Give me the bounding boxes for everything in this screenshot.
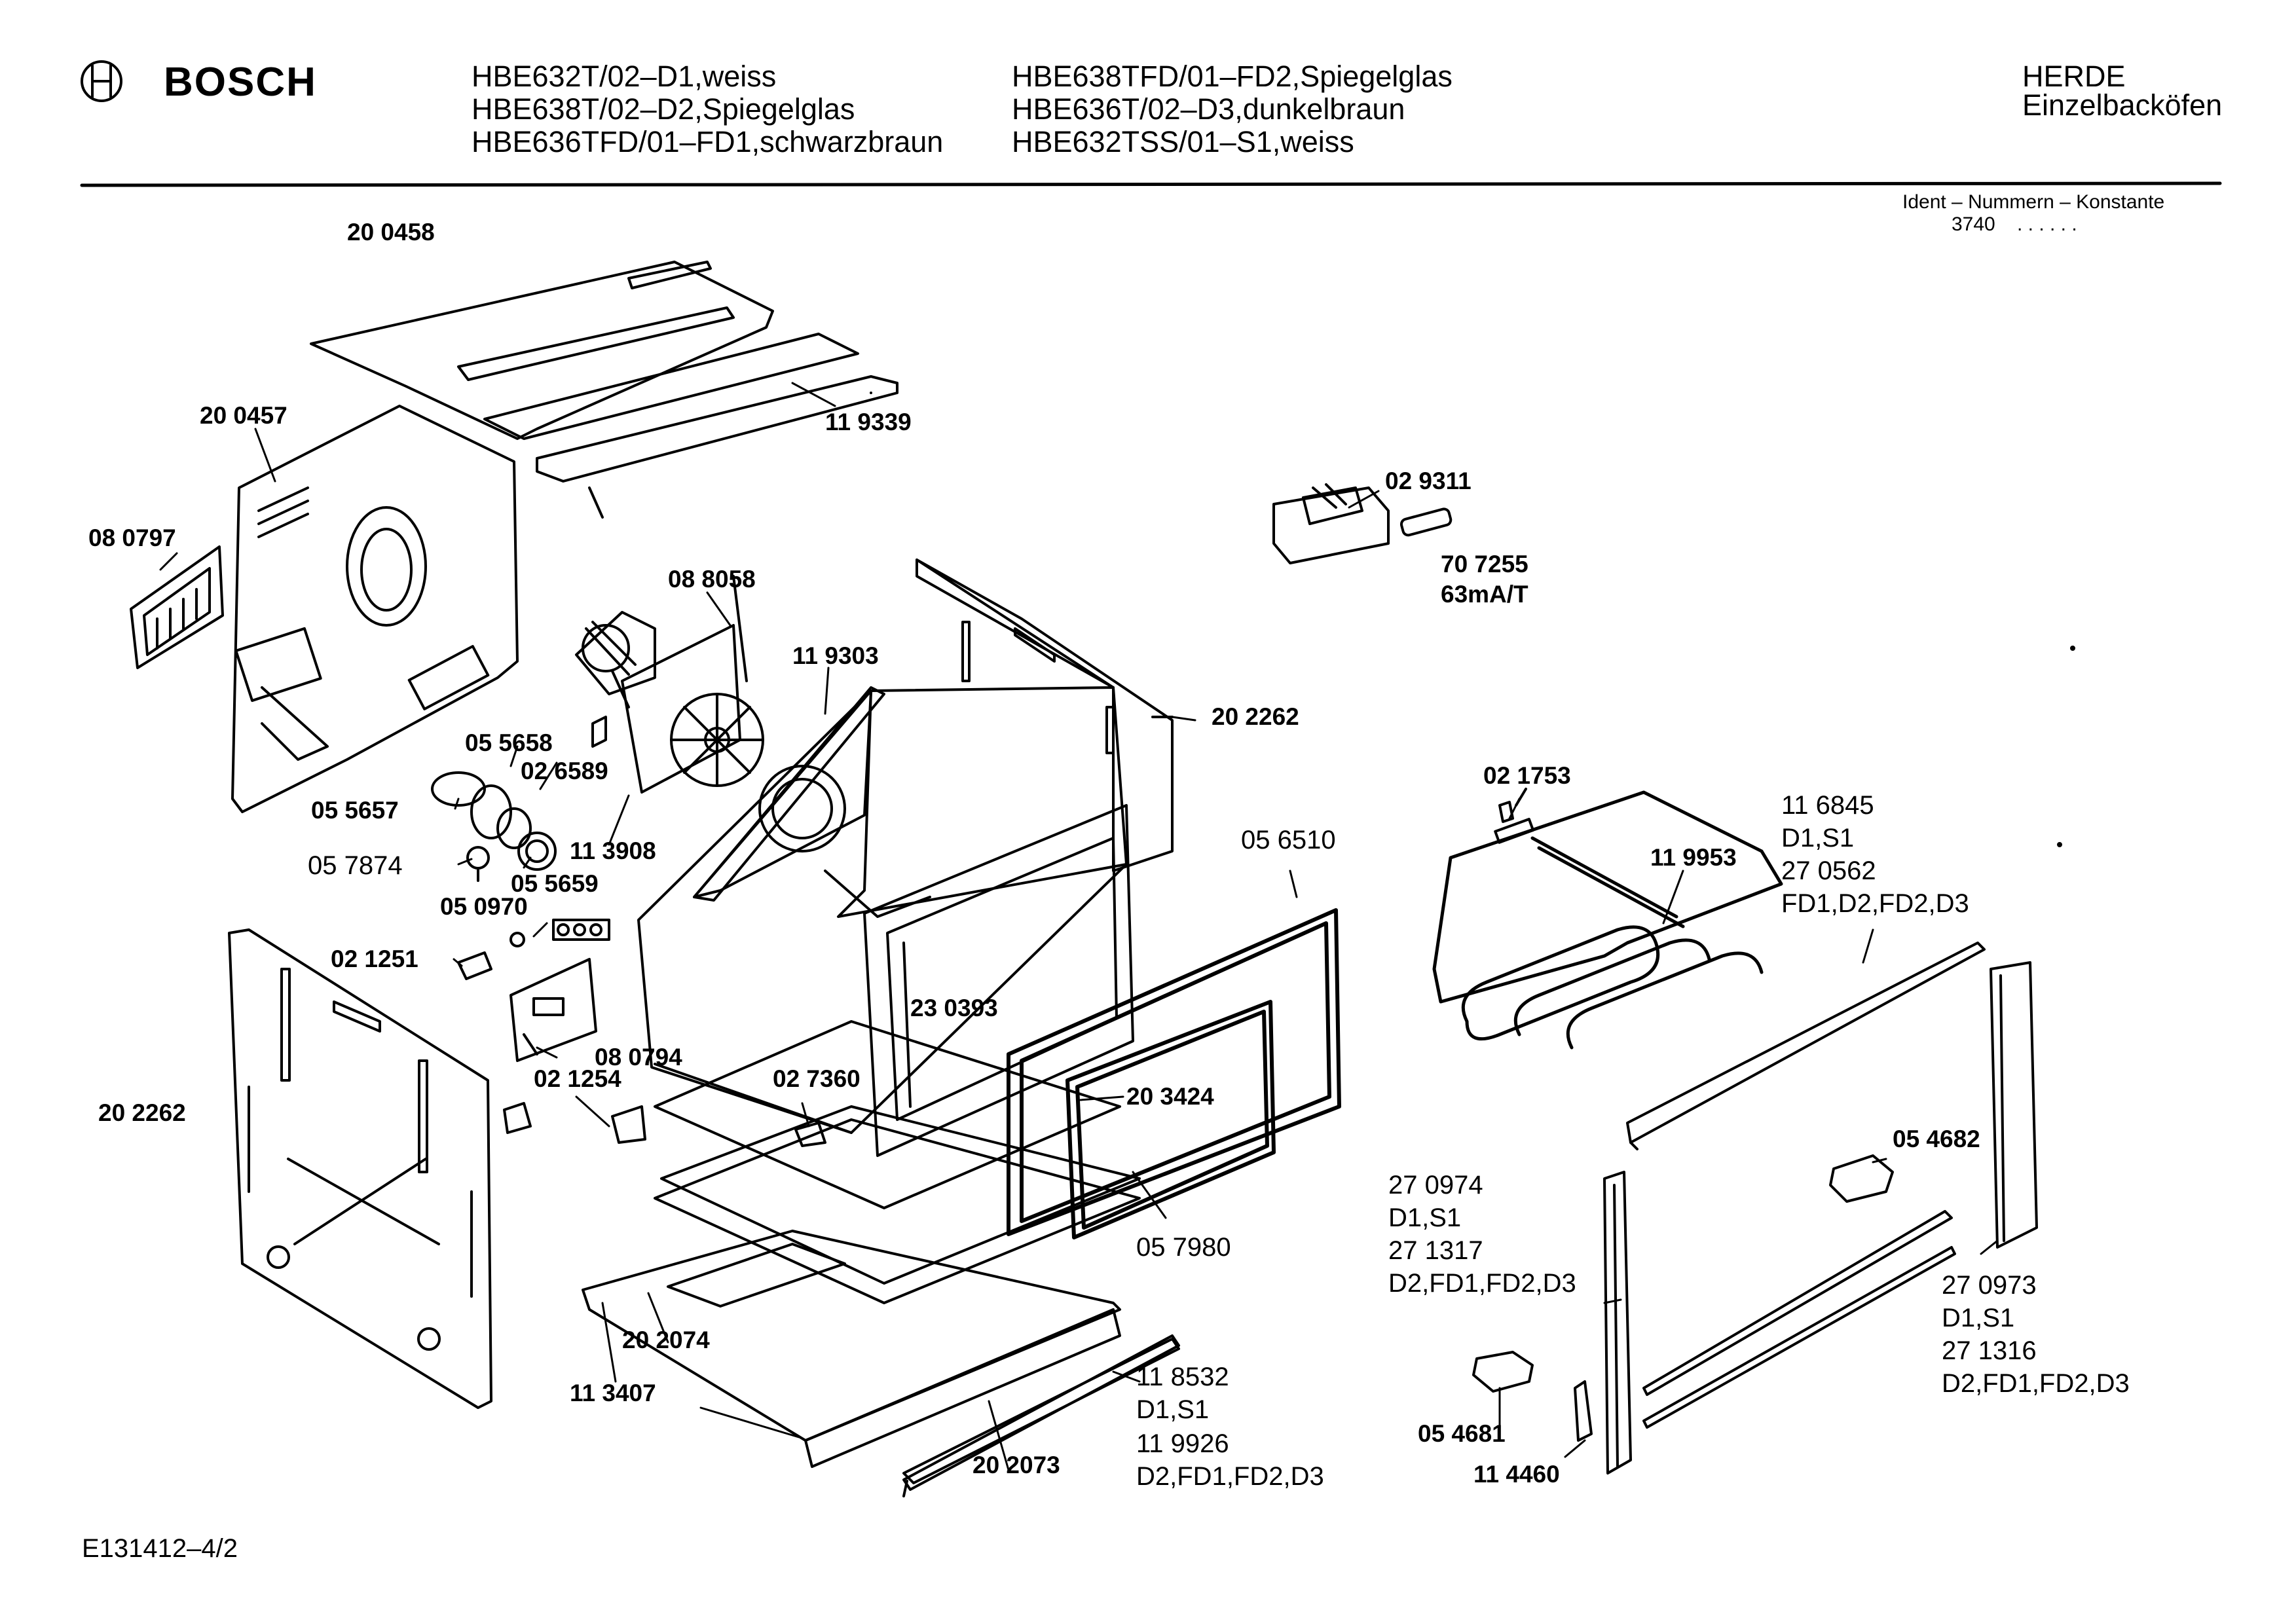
part-variant: D1,S1 (1942, 1304, 2015, 1332)
part-label: 27 0974 (1388, 1171, 1483, 1200)
part-label: 20 0458 (347, 219, 435, 246)
rear-wall-shape (231, 405, 519, 813)
part-label: 02 1753 (1483, 762, 1571, 789)
part-label: 11 4460 (1473, 1461, 1560, 1488)
terminal-shape (503, 1102, 826, 1147)
connector-block-shape (130, 545, 224, 669)
door-frame-shape (863, 804, 1134, 1157)
part-variant: D1,S1 (1136, 1395, 1210, 1424)
part-label: 02 7360 (773, 1065, 861, 1092)
part-label: 08 0794 (595, 1044, 682, 1071)
part-label: 27 0973 (1942, 1271, 2037, 1300)
category-title: HERDE (2022, 60, 2126, 93)
right-side-rail-shape (1990, 961, 2038, 1249)
part-label: 05 4682 (1893, 1126, 1980, 1152)
part-variant: D2,FD1,FD2,D3 (1388, 1269, 1576, 1298)
hinge-lower-shape (1472, 1351, 1534, 1393)
part-label: 11 9303 (792, 642, 879, 669)
drawer-rail-shape (902, 1334, 1180, 1497)
fan-shroud-shape (693, 686, 885, 902)
part-label: 23 0393 (910, 995, 998, 1021)
part-label: 20 0457 (200, 402, 287, 429)
part-label: 05 4681 (1418, 1420, 1506, 1447)
transformer-shape (1272, 483, 1390, 564)
ident-value: 3740 (1952, 213, 1995, 235)
part-label: 05 6510 (1241, 826, 1336, 854)
part-label: 11 3908 (570, 837, 656, 864)
side-wall-shape (228, 928, 492, 1409)
part-variant: D1,S1 (1781, 824, 1855, 852)
part-label: 20 3424 (1126, 1083, 1214, 1110)
part-variant: FD1,D2,FD2,D3 (1781, 889, 1969, 918)
part-label: 20 2073 (972, 1452, 1060, 1478)
part-label: 02 6589 (521, 758, 608, 784)
lower-frame-shape (1603, 1171, 1956, 1475)
part-label: 02 1251 (331, 945, 418, 972)
part-label: 05 5657 (311, 797, 399, 824)
fan-impeller-shape (670, 693, 764, 787)
model-line: HBE638TFD/01–FD2,Spiegelglas (1012, 60, 1453, 93)
part-label: 05 7874 (308, 851, 403, 880)
ident-dots: . . . . . . (2017, 213, 2077, 235)
part-label: 08 0797 (88, 524, 176, 551)
fuse-shape (1399, 507, 1453, 537)
header-rule (80, 181, 2222, 187)
upper-rail-shape (1626, 942, 1986, 1150)
bottom-plate-shape (654, 1020, 1141, 1304)
model-line: HBE636TFD/01–FD1,schwarzbraun (472, 125, 944, 158)
lamp-clip-shape (591, 670, 630, 748)
part-label: 11 9339 (825, 409, 912, 435)
document-id: E131412–4/2 (82, 1534, 238, 1563)
part-variant: D1,S1 (1388, 1203, 1462, 1232)
leader-lines (159, 382, 1999, 1471)
category-subtitle: Einzelbacköfen (2022, 88, 2223, 122)
brand-logo: BOSCH (164, 60, 317, 105)
top-rail-shape (483, 333, 898, 519)
part-label: 11 3407 (570, 1380, 656, 1406)
part-label: 05 0970 (440, 893, 528, 920)
bosch-logo-icon (81, 60, 122, 102)
switch-shape (457, 951, 492, 980)
part-label: 27 0562 (1781, 856, 1876, 885)
part-variant: D2,FD1,FD2,D3 (1136, 1462, 1324, 1491)
oven-cavity-shape (637, 686, 1128, 1134)
lamp-assembly-shape (431, 771, 557, 882)
part-label: 11 8532 (1136, 1363, 1229, 1391)
part-label: 05 7980 (1136, 1233, 1231, 1262)
part-label: 02 9311 (1385, 467, 1472, 494)
door-seal-shape (1007, 908, 1341, 1236)
part-label: 11 9953 (1650, 844, 1737, 871)
part-label: 05 5658 (465, 729, 553, 756)
inner-seal-shape (1065, 1000, 1276, 1239)
control-bracket-shape (509, 958, 597, 1062)
part-label: 20 2074 (622, 1327, 710, 1353)
model-line: HBE632TSS/01–S1,weiss (1012, 125, 1354, 158)
model-line: HBE632T/02–D1,weiss (472, 60, 777, 93)
part-label: 02 1254 (534, 1065, 621, 1092)
part-label: 20 2262 (1212, 703, 1299, 730)
bracket-shape (1574, 1380, 1593, 1442)
thermostat-shape (509, 919, 610, 947)
part-label: 11 6845 (1781, 791, 1874, 820)
part-label: 05 5659 (511, 870, 599, 897)
heating-element-shape (1432, 790, 1783, 1050)
part-label: 63mA/T (1441, 581, 1528, 608)
part-label: 70 7255 (1441, 551, 1528, 577)
part-label: 11 9926 (1136, 1429, 1229, 1458)
hinge-upper-shape (1829, 1154, 1894, 1203)
drawer-tray-shape (582, 1230, 1180, 1484)
ident-title: Ident – Nummern – Konstante (1902, 191, 2165, 213)
part-label: 27 1316 (1942, 1336, 2037, 1365)
cavity-frame-shape (916, 559, 1174, 872)
part-variant: D2,FD1,FD2,D3 (1942, 1369, 2130, 1398)
model-line: HBE636T/02–D3,dunkelbraun (1012, 92, 1405, 126)
model-line: HBE638T/02–D2,Spiegelglas (472, 92, 855, 126)
top-cover-shape (310, 261, 774, 440)
part-label: 27 1317 (1388, 1236, 1483, 1265)
part-label: 20 2262 (98, 1099, 186, 1126)
part-label: 08 8058 (668, 566, 756, 593)
